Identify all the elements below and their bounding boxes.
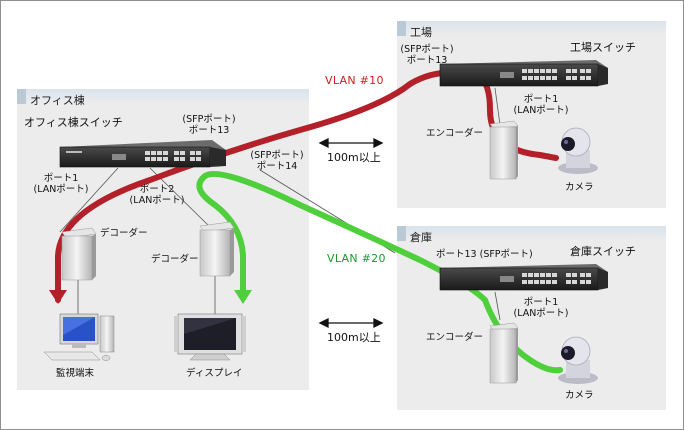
- factory-switch-label: 工場スイッチ: [570, 41, 636, 54]
- factory-encoder-label: エンコーダー: [426, 128, 484, 139]
- monitor-terminal-label: 監視端末: [56, 368, 95, 379]
- warehouse-encoder-device: [489, 322, 519, 384]
- distance-arrow-bottom: [318, 317, 384, 329]
- zone-warehouse-marker: [397, 226, 406, 241]
- factory-camera-device: [558, 127, 598, 174]
- zone-warehouse-title: 倉庫: [410, 231, 432, 244]
- office-sfp-port13-label: (SFPポート) ポート13: [182, 114, 236, 136]
- warehouse-port13-label: ポート13 (SFPポート): [436, 249, 533, 260]
- office-lan-port1-label: ポート1 (LANポート): [33, 173, 89, 195]
- zone-factory-marker: [397, 21, 406, 36]
- office-lan-port2-label: ポート2 (LANポート): [129, 184, 185, 206]
- cable-port1-decoder1: [59, 167, 119, 233]
- cable-factory-port1-encoder: [494, 87, 501, 126]
- display-label: ディスプレイ: [186, 368, 243, 379]
- factory-switch: [439, 60, 608, 87]
- decoder-1-device: [61, 227, 97, 281]
- vlan10-arrowhead: [49, 290, 67, 304]
- office-sfp-port14-label: (SFPポート) ポート14: [250, 150, 304, 172]
- distance-arrow-top: [318, 137, 384, 149]
- office-switch: [59, 140, 226, 168]
- warehouse-switch: [439, 264, 608, 291]
- zone-office-header: [17, 89, 309, 104]
- office-switch-label: オフィス棟スイッチ: [24, 116, 123, 129]
- zone-office-title: オフィス棟: [30, 94, 85, 107]
- vlan20-label: VLAN #20: [327, 252, 386, 265]
- display-device: [174, 313, 246, 361]
- vlan20-arrowhead: [234, 290, 252, 304]
- factory-encoder-device: [489, 120, 519, 180]
- factory-sfp-port13-label: (SFPポート) ポート13: [400, 44, 454, 66]
- zone-warehouse: 倉庫: [397, 226, 666, 410]
- zone-warehouse-header: [397, 226, 666, 241]
- warehouse-camera-device: [558, 336, 598, 384]
- monitor-terminal-device: [43, 313, 115, 361]
- zone-factory: 工場: [397, 21, 666, 208]
- zone-office-marker: [17, 89, 26, 104]
- vlan10-label: VLAN #10: [325, 74, 384, 87]
- decoder-1-label: デコーダー: [100, 228, 148, 239]
- distance-bottom-label: 100m以上: [327, 331, 381, 344]
- warehouse-camera-label: カメラ: [565, 390, 594, 401]
- cable-warehouse-port1-encoder: [494, 291, 501, 321]
- factory-camera-label: カメラ: [565, 182, 594, 193]
- decoder-2-device: [199, 221, 235, 277]
- warehouse-switch-label: 倉庫スイッチ: [570, 245, 636, 258]
- warehouse-lan-port1-label: ポート1 (LANポート): [513, 297, 569, 319]
- warehouse-encoder-label: エンコーダー: [426, 332, 484, 343]
- vlan10-path: [54, 69, 559, 303]
- zone-factory-header: [397, 21, 666, 36]
- decoder-2-label: デコーダー: [151, 254, 199, 265]
- distance-top-label: 100m以上: [327, 151, 381, 164]
- factory-lan-port1-label: ポート1 (LANポート): [513, 94, 569, 116]
- zone-factory-title: 工場: [410, 26, 432, 39]
